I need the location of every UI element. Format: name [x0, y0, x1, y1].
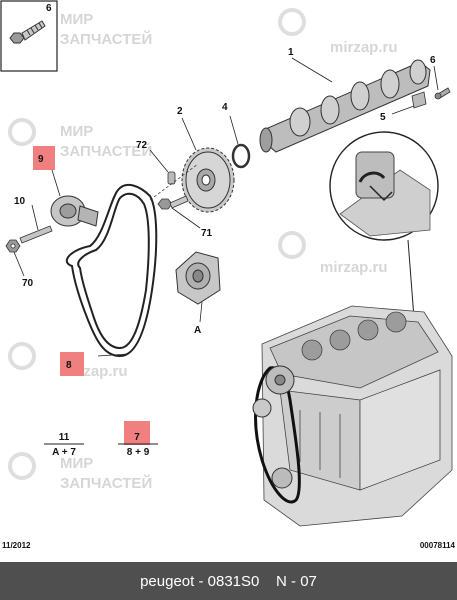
highlight-9: [33, 146, 55, 170]
callout-9: 9: [38, 154, 44, 165]
callout-1: 1: [288, 47, 294, 58]
watermark-site-2: mirzap.ru: [320, 259, 388, 276]
stud-10-icon: [19, 225, 53, 244]
bracket-5-icon: [411, 91, 427, 109]
leader-71: [171, 207, 201, 229]
water-pump-icon: [175, 251, 221, 305]
callout-8: 8: [66, 360, 72, 371]
date-code: 11/2012: [2, 541, 31, 550]
leader-A: [199, 301, 203, 323]
highlight-8: [60, 352, 84, 376]
parts-diagram: МИР ЗАПЧАСТЕЙ mirzap.ru МИР ЗАПЧАСТЕЙ mi…: [0, 0, 453, 527]
footer-group: N - 07: [276, 572, 317, 590]
leader-9: [51, 169, 61, 197]
ref-code: 00078114: [419, 541, 455, 550]
watermark-brand-4: ЗАПЧАСТЕЙ: [60, 142, 152, 160]
footer-code: 0831S0: [207, 572, 260, 590]
fraction-left-top: 11: [59, 432, 70, 443]
fraction-left-bottom: A + 7: [52, 447, 76, 458]
sprocket-2-icon: [181, 147, 235, 213]
tensioner-9-icon: [50, 195, 99, 227]
watermark-brand-3: МИР: [60, 123, 93, 140]
leader-72: [149, 149, 169, 173]
leader-10: [31, 204, 39, 231]
watermark-brand-2: ЗАПЧАСТЕЙ: [60, 30, 152, 48]
magnifier-leader: [407, 239, 415, 319]
engine-block: [261, 305, 453, 527]
magnifier-detail: [329, 131, 439, 241]
bolt-71-icon: [157, 195, 189, 210]
pin-72-icon: [167, 171, 176, 185]
callout-6-box: 6: [46, 3, 52, 14]
fraction-right-bottom: 8 + 9: [127, 447, 150, 458]
footer-bar: peugeot - 0831S0 N - 07: [0, 562, 457, 600]
leader-8: [97, 353, 129, 357]
fraction-right: 7 8 + 9: [118, 421, 158, 458]
watermark-brand-5: МИР: [60, 455, 93, 472]
belt-guide-line: [149, 163, 199, 201]
timing-belt-8: [65, 183, 158, 358]
callout-70: 70: [22, 278, 34, 289]
watermark-brand-6: ЗАПЧАСТЕЙ: [60, 474, 152, 492]
leader-2: [181, 117, 197, 151]
callout-72: 72: [136, 140, 148, 151]
leader-6: [433, 65, 439, 91]
screw-6-right-icon: [434, 87, 451, 100]
callout-5: 5: [380, 112, 386, 123]
engine-pulleys: [252, 365, 295, 489]
callout-A: A: [194, 325, 201, 336]
callout-10: 10: [14, 196, 26, 207]
footer-brand: peugeot: [140, 572, 195, 590]
callout-2: 2: [177, 106, 183, 117]
fraction-right-top: 7: [134, 432, 140, 443]
watermark-site-1: mirzap.ru: [330, 39, 398, 56]
leader-1: [291, 57, 333, 83]
fraction-left: 11 A + 7: [44, 432, 84, 458]
leader-5: [391, 105, 415, 115]
seal-4-icon: [231, 143, 251, 169]
footer-sep: -: [198, 572, 204, 590]
leader-70: [13, 251, 25, 277]
callout-4: 4: [222, 102, 228, 113]
callout-6: 6: [430, 55, 436, 66]
callout-71: 71: [201, 228, 213, 239]
camshaft: [259, 59, 431, 153]
leader-4: [229, 115, 239, 145]
watermark-brand-1: МИР: [60, 11, 93, 28]
highlight-7: [124, 421, 150, 445]
nut-70-icon: [5, 239, 21, 253]
screw-6-icon: [9, 20, 46, 44]
